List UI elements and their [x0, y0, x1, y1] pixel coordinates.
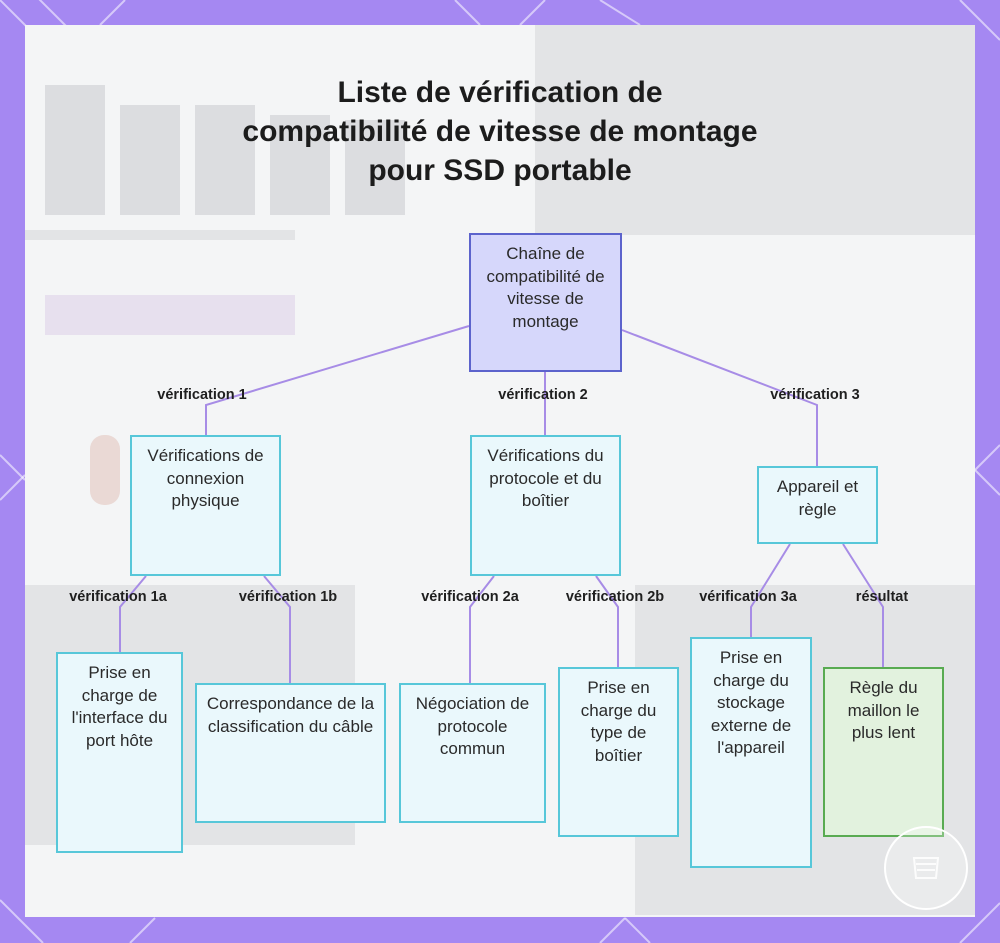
edge-label-check2a: vérification 2a	[421, 589, 519, 605]
edge-label-check2b: vérification 2b	[565, 589, 665, 605]
page-title: Liste de vérification de compatibilité d…	[25, 73, 975, 190]
node-check1b: Correspondance de la classification du c…	[195, 683, 386, 823]
edge-label-check3: vérification 3	[770, 387, 860, 403]
node-result: Règle du maillon le plus lent	[823, 667, 944, 837]
node-root: Chaîne de compatibilité de vitesse de mo…	[469, 233, 622, 372]
edge-label-check3a: vérification 3a	[699, 589, 797, 605]
edge-check1-check1b	[263, 575, 291, 683]
edge-label-check2: vérification 2	[498, 387, 588, 403]
node-check1a: Prise en charge de l'interface du port h…	[56, 652, 183, 853]
node-check3: Appareil et règle	[757, 466, 878, 544]
node-check3a: Prise en charge du stockage externe de l…	[690, 637, 812, 868]
node-check2a: Négociation de protocole commun	[399, 683, 546, 823]
edge-label-check1b: vérification 1b	[238, 589, 338, 605]
edge-check2-check2b	[595, 575, 619, 667]
edge-check3-check3a	[750, 543, 791, 637]
edge-root-check1	[205, 325, 470, 435]
edge-label-check1a: vérification 1a	[69, 589, 167, 605]
watermark-logo	[884, 826, 968, 910]
edge-label-check1: vérification 1	[157, 387, 247, 403]
title-line-2: compatibilité de vitesse de montage	[242, 115, 758, 148]
edge-root-check3	[621, 329, 818, 466]
edge-check2-check2a	[469, 575, 495, 683]
edge-check1-check1a	[119, 575, 147, 652]
node-check2b: Prise en charge du type de boîtier	[558, 667, 679, 837]
edge-check3-result	[842, 543, 884, 667]
title-line-1: Liste de vérification de	[337, 76, 663, 109]
title-line-3: pour SSD portable	[368, 154, 632, 187]
logo-icon	[912, 857, 940, 879]
edge-label-result: résultat	[855, 589, 909, 605]
node-check2: Vérifications du protocole et du boîtier	[470, 435, 621, 576]
node-check1: Vérifications de connexion physique	[130, 435, 281, 576]
